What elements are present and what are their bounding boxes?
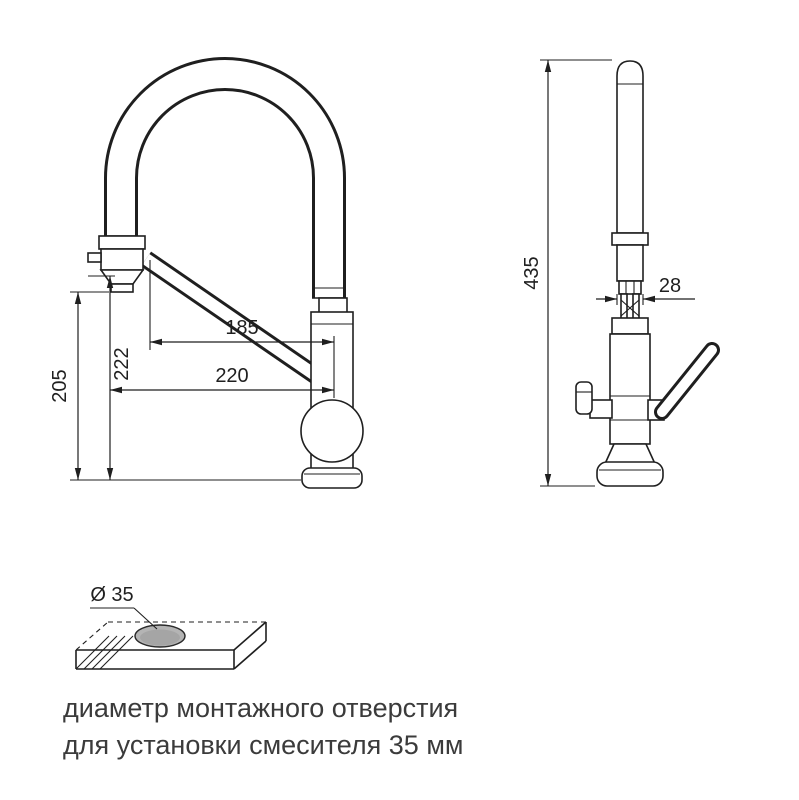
dim-220-label: 220 (215, 365, 248, 387)
base-side (596, 443, 664, 487)
dim-435-label: 435 (521, 256, 543, 289)
front-view-dimensions: 205 222 185 220 (49, 260, 335, 481)
front-view-drawing: 205 222 185 220 (49, 57, 364, 489)
filter-handle (575, 381, 613, 419)
mounting-hole-drawing: Ø 35 (75, 584, 267, 670)
dim-205-label: 205 (49, 369, 71, 402)
side-view-drawing: 435 28 (521, 59, 720, 487)
caption-line-1: диаметр монтажного отверстия (63, 693, 459, 723)
hole-diameter-label: Ø 35 (90, 584, 133, 606)
spout-pipe-side (611, 60, 649, 295)
dim-222-label: 222 (111, 347, 133, 380)
ball-handle (300, 399, 364, 463)
caption-line-2: для установки смесителя 35 мм (63, 730, 464, 760)
faucet-body-side (609, 317, 651, 445)
faucet-body-front (300, 297, 364, 489)
dim-185-label: 185 (225, 317, 258, 339)
spray-head (87, 235, 146, 293)
lever-handle (647, 342, 720, 421)
base-flange-front (301, 467, 363, 489)
spout-tube (140, 251, 334, 392)
hatch-marks (75, 635, 134, 670)
spray-holder-fork (620, 293, 640, 321)
side-view-dimensions: 435 28 (521, 59, 695, 487)
caption: диаметр монтажного отверстия для установ… (63, 690, 463, 764)
dim-28-label: 28 (659, 275, 681, 297)
